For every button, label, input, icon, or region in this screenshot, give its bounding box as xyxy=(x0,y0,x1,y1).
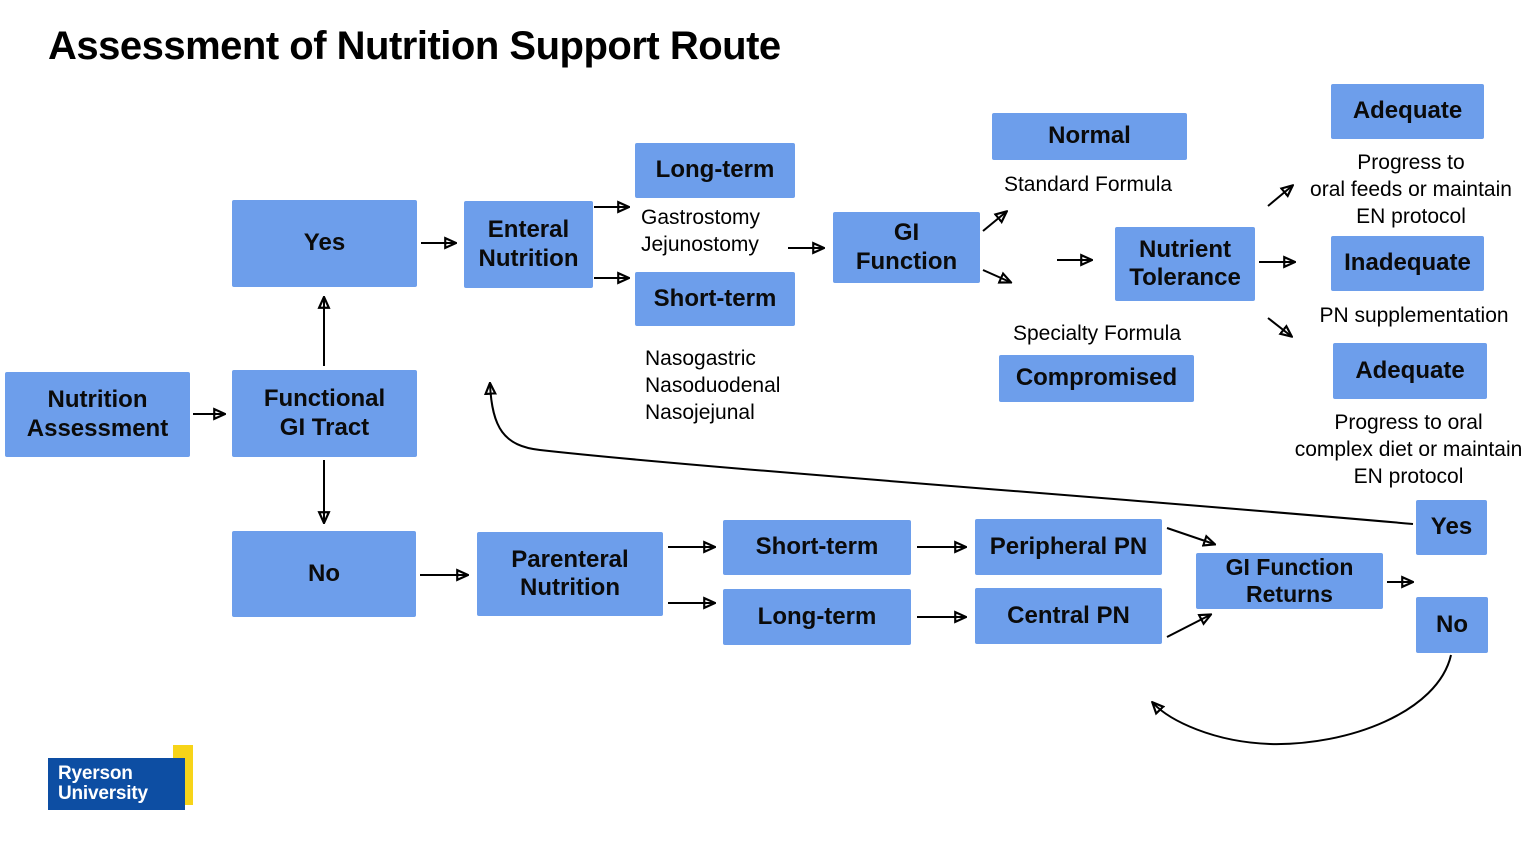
arrow-gifunction-to-normal xyxy=(982,212,1006,232)
node-parenteral-nutrition-label: Parenteral Nutrition xyxy=(511,545,629,601)
node-enteral-nutrition-label: Enteral Nutrition xyxy=(478,216,579,272)
caption-specialty-formula: Specialty Formula xyxy=(1012,322,1182,345)
node-peripheral-pn: Peripheral PN xyxy=(975,519,1162,575)
ryerson-logo-line1: Ryerson xyxy=(58,763,133,784)
ryerson-logo: Ryerson University xyxy=(48,758,185,810)
node-inadequate-label: Inadequate xyxy=(1344,249,1471,277)
node-nutrition-assessment: Nutrition Assessment xyxy=(5,372,190,457)
node-long-term-parenteral-label: Long-term xyxy=(757,602,877,630)
caption-long-term-routes: Gastrostomy Jejunostomy xyxy=(641,206,761,256)
node-functional-gi-tract-label: Functional GI Tract xyxy=(263,385,386,441)
node-adequate-specialty: Adequate xyxy=(1333,343,1487,399)
node-gi-function-label: GI Function xyxy=(855,219,958,275)
node-no-right: No xyxy=(1416,597,1488,653)
node-inadequate: Inadequate xyxy=(1331,236,1484,291)
caption-inadequate-note: PN supplementation xyxy=(1319,304,1509,327)
node-compromised: Compromised xyxy=(999,355,1194,402)
node-yes-top-label: Yes xyxy=(303,229,346,257)
node-no-right-label: No xyxy=(1436,610,1468,638)
caption-standard-formula: Standard Formula xyxy=(1003,173,1173,196)
node-short-term-parenteral-label: Short-term xyxy=(755,533,879,561)
node-adequate-standard: Adequate xyxy=(1331,84,1484,139)
node-nutrient-tolerance: Nutrient Tolerance xyxy=(1115,227,1255,301)
arrow-peripheral-to-returns xyxy=(1166,527,1214,544)
node-adequate-standard-label: Adequate xyxy=(1352,97,1463,125)
node-adequate-specialty-label: Adequate xyxy=(1355,356,1465,384)
node-central-pn-label: Central PN xyxy=(1007,601,1130,629)
node-long-term-parenteral: Long-term xyxy=(723,589,911,645)
node-short-term-enteral-label: Short-term xyxy=(653,284,777,312)
curve-yes-back-to-enteral xyxy=(490,384,1414,525)
arrow-central-to-returns xyxy=(1166,615,1210,638)
node-normal-label: Normal xyxy=(1048,122,1131,150)
node-peripheral-pn-label: Peripheral PN xyxy=(989,532,1148,560)
node-central-pn: Central PN xyxy=(975,588,1162,644)
caption-adequate-specialty-note: Progress to oral complex diet or maintai… xyxy=(1294,411,1523,488)
node-nutrient-tolerance-label: Nutrient Tolerance xyxy=(1129,235,1241,291)
ryerson-logo-line2: University xyxy=(58,783,148,804)
node-short-term-enteral: Short-term xyxy=(635,272,795,326)
node-gi-function-returns: GI Function Returns xyxy=(1196,553,1383,609)
node-gi-function-returns-label: GI Function Returns xyxy=(1225,553,1354,607)
node-normal: Normal xyxy=(992,113,1187,160)
node-short-term-parenteral: Short-term xyxy=(723,520,911,575)
node-parenteral-nutrition: Parenteral Nutrition xyxy=(477,532,663,616)
node-yes-right: Yes xyxy=(1416,500,1487,555)
page-title: Assessment of Nutrition Support Route xyxy=(48,24,781,68)
node-yes-top: Yes xyxy=(232,200,417,287)
node-gi-function: GI Function xyxy=(833,212,980,283)
node-compromised-label: Compromised xyxy=(1015,364,1178,392)
node-no-left: No xyxy=(232,531,416,617)
caption-adequate-standard-note: Progress to oral feeds or maintain EN pr… xyxy=(1310,151,1512,228)
arrow-tolerance-to-adequate-bottom xyxy=(1267,317,1291,336)
node-no-left-label: No xyxy=(308,559,340,587)
curve-no-loop-back xyxy=(1153,654,1452,746)
node-enteral-nutrition: Enteral Nutrition xyxy=(464,201,593,288)
caption-short-term-routes: Nasogastric Nasoduodenal Nasojejunal xyxy=(645,347,781,424)
node-long-term-enteral: Long-term xyxy=(635,143,795,198)
arrow-gifunction-to-compromised xyxy=(982,269,1010,282)
node-functional-gi-tract: Functional GI Tract xyxy=(232,370,417,457)
node-nutrition-assessment-label: Nutrition Assessment xyxy=(26,386,169,442)
node-long-term-enteral-label: Long-term xyxy=(655,156,775,184)
node-yes-right-label: Yes xyxy=(1430,513,1473,541)
